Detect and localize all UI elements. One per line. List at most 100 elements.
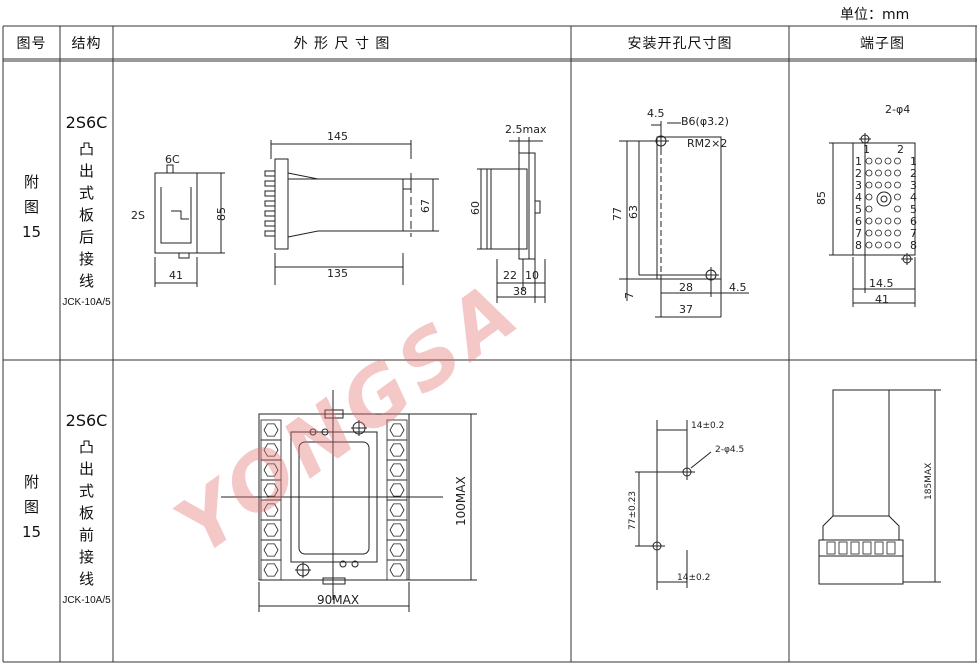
term-14-5: 14.5 (869, 277, 894, 290)
dim-67: 67 (419, 199, 432, 213)
terminal-dot (894, 229, 901, 237)
dim-2-5max: 2.5max (505, 123, 547, 136)
terminal-dot (894, 205, 901, 213)
terminal-right-number: 6 (910, 215, 917, 228)
term-col2: 2 (897, 143, 904, 156)
terminal-dot (894, 217, 901, 225)
mount-63: 63 (627, 205, 640, 219)
term-41: 41 (875, 293, 889, 306)
dim-6c: 6C (165, 153, 180, 166)
header-outline: 外 形 尺 寸 图 (293, 36, 391, 52)
hex-terminal (263, 423, 279, 437)
hex-terminal (263, 443, 279, 457)
terminal-dot (865, 193, 873, 201)
mount2-14a: 14±0.2 (691, 421, 724, 431)
term-85: 85 (815, 191, 828, 205)
hex-terminal (389, 543, 405, 557)
mount-d45a: 4.5 (647, 107, 665, 120)
row1-outline-drawing: 6C 2S 85 41 145 135 67 60 2.5max 22 10 3… (131, 123, 547, 303)
hex-terminal (263, 563, 279, 577)
terminal-dot (875, 217, 882, 225)
hex-terminal (263, 503, 279, 517)
hex-terminal (389, 503, 405, 517)
terminal-right-number: 4 (910, 191, 917, 204)
terminal-dot (884, 157, 892, 165)
terminal-left-number: 3 (855, 179, 862, 192)
dim-85: 85 (215, 207, 228, 221)
terminal-dot (894, 241, 901, 249)
hex-terminal (263, 483, 279, 497)
terminal-dot (884, 217, 892, 225)
unit-label: 单位：mm (840, 7, 910, 23)
terminal-left-number: 1 (855, 155, 862, 168)
mount-37: 37 (679, 303, 693, 316)
terminal-left-number: 5 (855, 203, 862, 216)
dim-38: 38 (513, 285, 527, 298)
terminal-left-number: 6 (855, 215, 862, 228)
mount2-14b: 14±0.2 (677, 573, 710, 583)
terminal-dot (865, 205, 873, 213)
terminal-dot (865, 157, 873, 165)
terminal-left-number: 7 (855, 227, 862, 240)
terminal-cell (386, 559, 408, 581)
terminal-left-number: 8 (855, 239, 862, 252)
header-terminal: 端子图 (860, 36, 905, 52)
terminal-dot (884, 181, 892, 189)
dim-90max: 90MAX (317, 593, 359, 607)
row1-mounting-drawing: 4.5 B6(φ3.2) RM2×2 77 63 7 28 4.5 37 (611, 107, 749, 318)
header-mounting: 安装开孔尺寸图 (627, 36, 733, 52)
hex-terminal (389, 443, 405, 457)
terminal-dot (865, 169, 873, 177)
row1-model: 2S6C (65, 113, 108, 132)
terminal-left-number: 2 (855, 167, 862, 180)
terminal-dot (875, 169, 882, 177)
mount-28: 28 (679, 281, 693, 294)
terminal-right-number: 7 (910, 227, 917, 240)
row2-code: JCK-10A/5 (62, 595, 111, 606)
header-structure: 结构 (71, 36, 102, 52)
terminal-left-number: 4 (855, 191, 862, 204)
mount-77: 77 (611, 207, 624, 221)
terminal-dot (894, 193, 901, 201)
mount-rm: RM2×2 (687, 137, 727, 150)
hex-terminal (389, 563, 405, 577)
row2-mounting-drawing: 14±0.2 2-φ4.5 77±0.23 14±0.2 (628, 420, 744, 590)
terminal-dot (884, 241, 892, 249)
dim-2s: 2S (131, 209, 145, 222)
terminal-dot (875, 181, 882, 189)
terminal-dot (894, 157, 901, 165)
mount-45b: 4.5 (729, 281, 747, 294)
terminal-dot (894, 181, 901, 189)
row2-terminal-drawing: 185MAX (818, 389, 941, 585)
dim-145: 145 (327, 130, 348, 143)
mount2-hole: 2-φ4.5 (715, 445, 744, 455)
hex-terminal (389, 423, 405, 437)
terminal-dot (894, 169, 901, 177)
header-fig-no: 图号 (16, 36, 47, 52)
terminal-dot (875, 157, 882, 165)
term-col1: 1 (863, 143, 870, 156)
dim-10: 10 (525, 269, 539, 282)
term-hole: 2-φ4 (885, 103, 910, 116)
terminal-dot (875, 241, 882, 249)
dim-22: 22 (503, 269, 517, 282)
row2-structure: 2S6C 凸出式板前接线 JCK-10A/5 (60, 410, 113, 612)
terminal-right-number: 5 (910, 203, 917, 216)
hex-terminal (263, 463, 279, 477)
dim-60: 60 (469, 201, 482, 215)
terminal-dot (865, 181, 873, 189)
terminal-right-number: 2 (910, 167, 917, 180)
term2-185max: 185MAX (924, 463, 934, 500)
hex-terminal (389, 463, 405, 477)
terminal-dot (865, 229, 873, 237)
terminal-right-number: 8 (910, 239, 917, 252)
row1-structure: 2S6C 凸出式板后接线 JCK-10A/5 (60, 112, 113, 314)
mount-7: 7 (623, 292, 636, 299)
terminal-right-number: 1 (910, 155, 917, 168)
row2-outline-drawing: 100MAX 90MAX (221, 390, 477, 612)
terminal-dot (884, 169, 892, 177)
